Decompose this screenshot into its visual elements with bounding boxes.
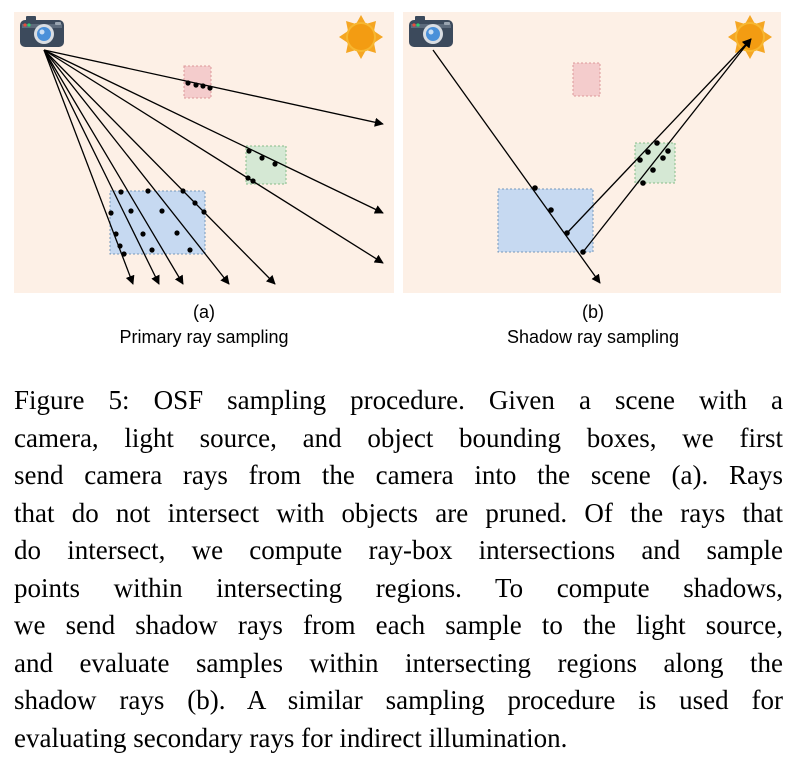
panel-b-caption: (b) Shadow ray sampling — [403, 300, 783, 350]
panel-a — [14, 12, 394, 293]
caption-line: points within intersecting regions. To c… — [14, 572, 783, 603]
sample-points — [532, 140, 671, 255]
shadow-ray — [582, 38, 752, 253]
caption-line: Figure 5: OSF sampling procedure. Given … — [14, 385, 783, 415]
primary-rays — [43, 49, 384, 285]
caption-line: we send shadow rays from each sample to … — [14, 610, 783, 640]
object-box-blue — [497, 188, 594, 253]
ray — [43, 49, 384, 264]
figure-5-diagram — [14, 12, 781, 293]
panel-b-title: Shadow ray sampling — [506, 327, 680, 347]
panel-b — [403, 12, 781, 293]
caption-line: that do not intersect with objects are p… — [14, 497, 783, 528]
ray — [43, 49, 384, 127]
caption-line: send camera rays from the camera into th… — [14, 460, 783, 490]
caption-line: shadow rays (b). A similar sampling proc… — [14, 685, 783, 715]
caption-line: do intersect, we compute ray-box interse… — [14, 535, 783, 565]
figure-caption: Figure 5: OSF sampling procedure. Given … — [14, 382, 783, 757]
ray — [43, 49, 384, 214]
shadow-rays — [432, 38, 752, 284]
ray — [43, 49, 184, 285]
panel-a-title: Primary ray sampling — [119, 327, 289, 347]
ray — [43, 49, 160, 285]
camera-ray — [432, 49, 601, 284]
sample-points — [108, 80, 278, 257]
panel-a-label: (a) — [193, 302, 215, 322]
camera-icon — [20, 16, 64, 47]
caption-line: evaluating secondary rays for indirect i… — [14, 722, 568, 753]
object-box-green — [245, 145, 287, 185]
object-box-blue — [109, 190, 206, 255]
panel-b-label: (b) — [582, 302, 604, 322]
object-box-pink — [572, 62, 601, 97]
panel-a-caption: (a) Primary ray sampling — [14, 300, 394, 350]
caption-line: and evaluate samples within intersecting… — [14, 647, 783, 678]
caption-line: camera, light source, and object boundin… — [14, 422, 783, 453]
shadow-ray — [566, 38, 752, 234]
ray — [43, 49, 276, 285]
camera-icon — [409, 16, 453, 47]
ray — [43, 49, 230, 285]
